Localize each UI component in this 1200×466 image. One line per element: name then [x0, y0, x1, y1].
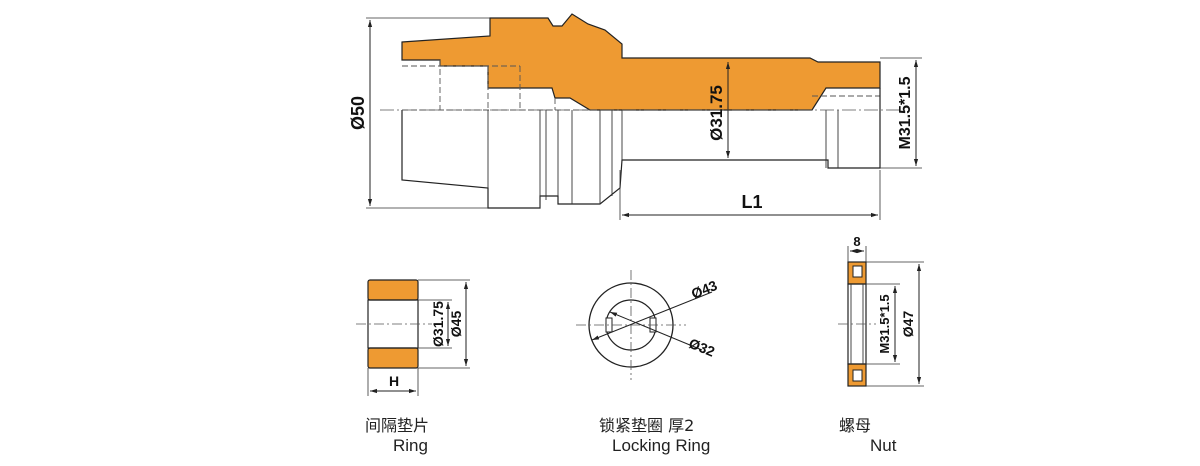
ring-inner-label: Ø31.75: [430, 301, 446, 347]
ring-caption-en: Ring: [393, 436, 428, 455]
length-label: L1: [741, 192, 762, 212]
thread-dimension: M31.5*1.5: [880, 57, 922, 169]
dia50-label: Ø50: [348, 96, 368, 130]
dia50-dimension: Ø50: [348, 17, 490, 209]
groove-lines: [487, 110, 839, 208]
nut-thread-label: M31.5*1.5: [877, 294, 892, 353]
ring-caption-cn: 间隔垫片: [365, 416, 430, 435]
ring-width-label: H: [389, 373, 399, 389]
nut-caption-cn: 螺母: [839, 416, 872, 435]
locking-ring-caption-en: Locking Ring: [612, 436, 711, 455]
main-assembly-view: Ø50 Ø31.75 M31.5*1.5 L1: [348, 13, 922, 220]
ring-top-section: [367, 279, 419, 301]
nut-outer-label: Ø47: [900, 311, 916, 338]
main-upper-section: [401, 13, 881, 111]
bore-dimension: Ø31.75: [707, 62, 731, 158]
locking-inner-label: Ø32: [687, 335, 718, 360]
nut-view: 8 M31.5*1.5 Ø47: [838, 234, 924, 387]
nut-width-label: 8: [853, 234, 860, 249]
ring-outer-label: Ø45: [448, 311, 464, 338]
thread-label: M31.5*1.5: [897, 76, 914, 149]
bore-label: Ø31.75: [707, 85, 726, 141]
ring-bottom-section: [367, 347, 419, 369]
ring-view: Ø31.75 Ø45 H: [356, 279, 470, 396]
nut-caption-en: Nut: [870, 436, 897, 455]
main-lower-body: [401, 88, 881, 209]
locking-outer-label: Ø43: [689, 277, 720, 302]
locking-ring-view: Ø43 Ø32: [576, 270, 720, 380]
locking-ring-caption-cn: 锁紧垫圈 厚2: [599, 416, 695, 435]
length-dimension: L1: [619, 170, 881, 220]
